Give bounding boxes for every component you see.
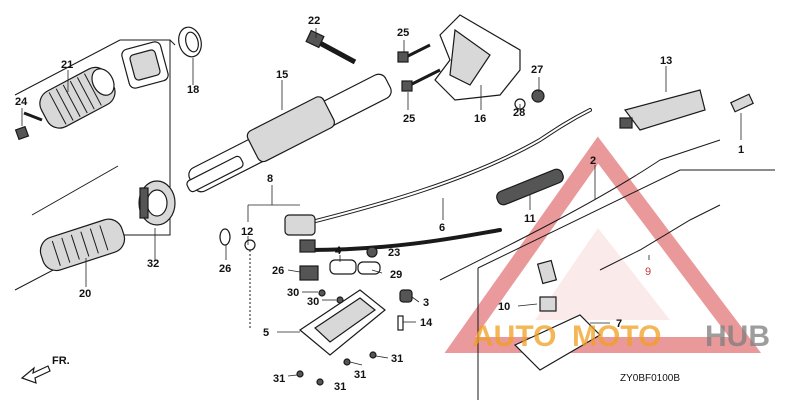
connector-1[interactable]: [730, 93, 754, 113]
cable-group-outline: [477, 169, 775, 400]
label-14[interactable]: 14: [420, 317, 433, 329]
holder-7[interactable]: [513, 296, 601, 371]
screw-30a[interactable]: [318, 289, 326, 297]
label-29[interactable]: 29: [390, 269, 402, 281]
label-15[interactable]: 15: [276, 69, 288, 81]
label-24[interactable]: 24: [15, 96, 28, 108]
collar-ring-18[interactable]: [175, 25, 204, 60]
label-16[interactable]: 16: [474, 113, 486, 125]
leader-lines: [21, 28, 742, 377]
label-13[interactable]: 13: [660, 55, 672, 67]
label-3[interactable]: 3: [423, 297, 429, 309]
nut-27[interactable]: [531, 89, 545, 103]
diagram-code: ZY0BF0100B: [620, 373, 680, 384]
screw-30b[interactable]: [336, 296, 344, 304]
label-2[interactable]: 2: [590, 155, 596, 167]
knob-3[interactable]: [399, 289, 413, 303]
screw-31c[interactable]: [316, 378, 324, 386]
cable-6[interactable]: [298, 108, 592, 252]
tiller-bracket-16[interactable]: [434, 14, 521, 101]
corrugated-tube-11[interactable]: [495, 167, 565, 206]
label-21[interactable]: 21: [61, 59, 73, 71]
bolt-25-upper[interactable]: [397, 43, 431, 63]
label-25b[interactable]: 25: [403, 113, 415, 125]
screw-31d[interactable]: [343, 358, 351, 366]
pin-14[interactable]: [397, 315, 404, 331]
label-30b[interactable]: 30: [307, 296, 319, 308]
screw-31a[interactable]: [369, 351, 377, 359]
lanyard-cord-12[interactable]: [244, 239, 256, 330]
label-4[interactable]: 4: [335, 245, 342, 257]
label-28[interactable]: 28: [513, 107, 525, 119]
label-6[interactable]: 6: [439, 222, 445, 234]
label-12[interactable]: 12: [241, 226, 253, 238]
part-number-labels: 1 2 3 4 5 6 7 8 9 10 11 12 13 14 15 16 1…: [15, 15, 744, 393]
clip-29[interactable]: [357, 261, 381, 275]
throttle-grip[interactable]: [35, 63, 120, 134]
tiller-handle-15[interactable]: [186, 71, 394, 194]
watermark-text: AUTO MOTO HUB: [472, 320, 770, 353]
label-31d[interactable]: 31: [354, 369, 366, 381]
label-8[interactable]: 8: [267, 173, 273, 185]
grommet-26-right[interactable]: [299, 265, 319, 281]
screw-31b[interactable]: [296, 370, 304, 378]
watermark-auto: AUTO: [472, 320, 556, 353]
watermark-logo: [444, 136, 762, 353]
grip-cage[interactable]: [121, 41, 170, 90]
label-5[interactable]: 5: [263, 327, 269, 339]
label-20[interactable]: 20: [79, 288, 91, 300]
label-26b[interactable]: 26: [272, 265, 284, 277]
label-22[interactable]: 22: [308, 15, 320, 27]
bolt-24[interactable]: [14, 111, 43, 141]
label-11[interactable]: 11: [524, 213, 536, 225]
label-10[interactable]: 10: [498, 301, 510, 313]
bolt-25-lower[interactable]: [401, 68, 441, 92]
label-18[interactable]: 18: [187, 84, 199, 96]
bolt-22[interactable]: [305, 29, 357, 65]
label-25a[interactable]: 25: [397, 27, 409, 39]
label-32[interactable]: 32: [147, 258, 159, 270]
label-9[interactable]: 9: [645, 266, 651, 278]
label-31c[interactable]: 31: [334, 381, 346, 393]
front-direction-indicator: FR.: [20, 355, 70, 384]
clip-4[interactable]: [329, 259, 357, 275]
watermark-moto: MOTO: [572, 320, 661, 353]
label-1[interactable]: 1: [738, 144, 744, 156]
tag-10[interactable]: [536, 259, 558, 285]
label-27[interactable]: 27: [531, 64, 543, 76]
lower-grip-20[interactable]: [37, 216, 128, 275]
label-23[interactable]: 23: [388, 247, 400, 259]
label-26a[interactable]: 26: [219, 263, 231, 275]
stop-switch-8[interactable]: [284, 214, 316, 253]
watermark-hub: HUB: [705, 320, 770, 353]
direction-label: FR.: [52, 355, 70, 367]
label-30a[interactable]: 30: [287, 287, 299, 299]
label-31a[interactable]: 31: [391, 353, 403, 365]
throttle-body-32[interactable]: [138, 180, 176, 226]
switch-13[interactable]: [619, 89, 706, 131]
screw-23[interactable]: [366, 246, 378, 258]
grommet-26-left[interactable]: [219, 228, 231, 246]
wire-harness-2[interactable]: [439, 139, 721, 281]
label-31b[interactable]: 31: [273, 373, 285, 385]
label-7[interactable]: 7: [616, 318, 622, 330]
